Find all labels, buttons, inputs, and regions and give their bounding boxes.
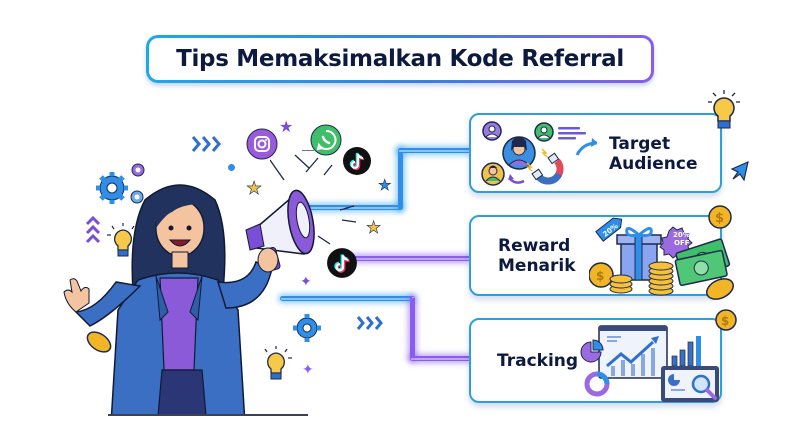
svg-text:OFF: OFF	[674, 239, 690, 247]
people-magnet-icon	[481, 121, 597, 186]
analytics-dashboard-icon	[580, 325, 719, 402]
title-banner: Tips Memaksimalkan Kode Referral	[146, 35, 654, 83]
gears-icon	[96, 163, 145, 204]
card-label-reward: Reward Menarik	[498, 236, 576, 276]
whatsapp-icon	[310, 124, 342, 156]
tiktok-icon	[327, 248, 357, 278]
gear-icon	[293, 314, 321, 342]
coin-icon	[706, 278, 734, 300]
star-icon: ★	[279, 117, 294, 136]
card-label-tracking: Tracking	[497, 351, 579, 371]
gift-coins-money-icon: 20% 20% OFF $	[589, 217, 731, 296]
sparkle-icon: ✦	[302, 362, 314, 378]
star-icon: ★	[366, 218, 382, 239]
card-label-target: Target Audience	[609, 134, 698, 174]
chevrons-right-icon	[191, 136, 221, 152]
cursor-arrow-icon	[730, 160, 749, 182]
svg-text:$: $	[715, 211, 724, 226]
card-target-audience: Target Audience	[469, 113, 722, 193]
chevrons-up-icon	[85, 215, 101, 244]
card-reward-menarik: Reward Menarik 20% 20% OFF $	[469, 215, 731, 296]
coin-icon	[86, 331, 112, 353]
dot-icon	[228, 164, 235, 171]
page-title: Tips Memaksimalkan Kode Referral	[149, 38, 651, 80]
instagram-icon	[246, 128, 278, 160]
broadcast-lines	[270, 150, 357, 245]
tiktok-icon	[343, 147, 371, 175]
chevrons-right-icon	[356, 316, 383, 330]
card-tracking: Tracking	[469, 318, 722, 403]
lightbulb-icon	[264, 346, 292, 380]
coin-icon: $	[708, 205, 732, 229]
lightbulb-icon	[708, 90, 740, 129]
woman-with-megaphone-illustration	[63, 184, 315, 416]
svg-text:20%: 20%	[673, 231, 690, 239]
svg-text:$: $	[596, 269, 604, 283]
star-icon: ★	[378, 176, 392, 195]
sparkle-icon: ✦	[300, 274, 312, 290]
svg-text:$: $	[721, 314, 729, 328]
lightbulb-icon	[107, 223, 139, 257]
coin-icon: $	[715, 309, 737, 331]
star-icon: ★	[246, 178, 263, 200]
